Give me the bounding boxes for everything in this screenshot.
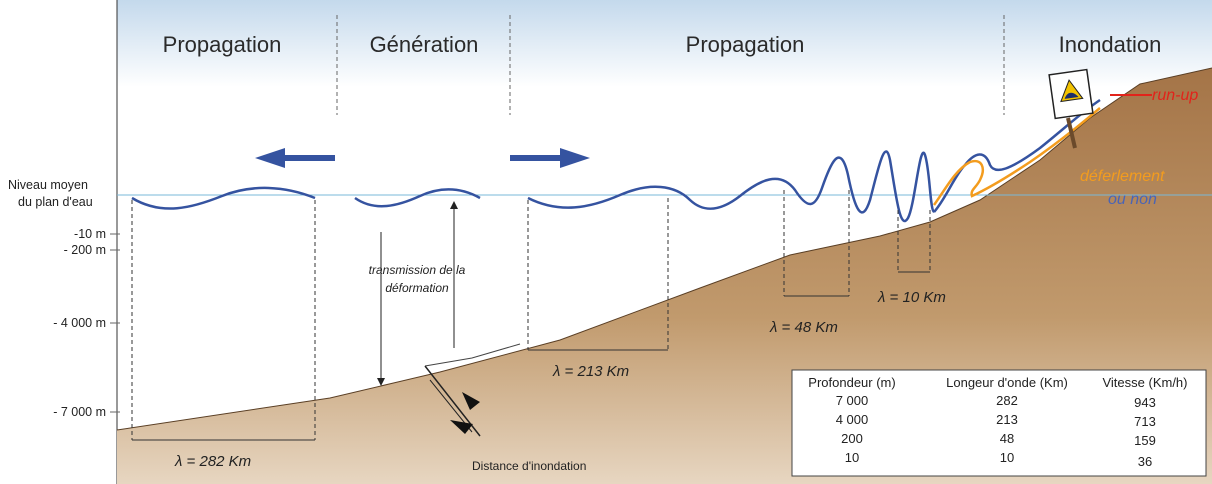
wave-breaking xyxy=(932,107,1101,206)
wavelength-spans xyxy=(132,271,930,441)
depth-label-4000m: - 4 000 m xyxy=(53,316,106,330)
breaking-label: déferlement xyxy=(1080,168,1165,185)
wavelength-label-10: λ = 10 Km xyxy=(877,289,946,306)
wavelength-label-282: λ = 282 Km xyxy=(174,453,251,470)
table-cell: 200 xyxy=(841,431,863,446)
phase-title-propagation-right: Propagation xyxy=(686,32,805,57)
transmission-label-line1: transmission de la xyxy=(369,263,466,277)
wave-left xyxy=(131,186,316,210)
depth-label-200m: - 200 m xyxy=(64,243,106,257)
phase-title-generation: Génération xyxy=(370,32,479,57)
table-cell: 159 xyxy=(1134,433,1156,448)
phase-title-propagation-left: Propagation xyxy=(163,32,282,57)
wave-nonbreaking xyxy=(933,98,1101,213)
table-cell: 48 xyxy=(1000,431,1014,446)
sea-level-label-line2: du plan d'eau xyxy=(18,195,93,209)
depth-label-7000m: - 7 000 m xyxy=(53,405,106,419)
tsunami-warning-sign-icon xyxy=(1048,68,1094,149)
sea-level-label-line1: Niveau moyen xyxy=(8,178,88,192)
arrow-left-icon xyxy=(255,148,335,168)
table-cell: 943 xyxy=(1134,395,1156,410)
table-header-wavelength: Longeur d'onde (Km) xyxy=(946,375,1068,390)
transmission-label-line2: déformation xyxy=(385,281,449,295)
table-cell: 4 000 xyxy=(836,412,869,427)
inundation-distance-label: Distance d'inondation xyxy=(472,459,586,473)
wavelength-label-213: λ = 213 Km xyxy=(552,363,629,380)
wavelength-label-48: λ = 48 Km xyxy=(769,319,838,336)
wave-propagation xyxy=(527,150,936,222)
table-cell: 10 xyxy=(1000,450,1014,465)
depth-label-10m: -10 m xyxy=(74,227,106,241)
table-header-depth: Profondeur (m) xyxy=(808,375,895,390)
data-table: Profondeur (m) Longeur d'onde (Km) Vites… xyxy=(791,369,1207,477)
no-breaking-label: ou non xyxy=(1108,191,1157,208)
depth-ticks xyxy=(110,233,120,413)
table-cell: 7 000 xyxy=(836,393,869,408)
table-cell: 36 xyxy=(1138,454,1152,469)
table-cell: 213 xyxy=(996,412,1018,427)
table-header-speed: Vitesse (Km/h) xyxy=(1102,375,1187,390)
table-cell: 10 xyxy=(845,450,859,465)
phase-title-inondation: Inondation xyxy=(1059,32,1162,57)
wave-generation xyxy=(354,188,481,208)
wavelength-markers xyxy=(131,190,931,440)
table-cell: 282 xyxy=(996,393,1018,408)
arrow-right-icon xyxy=(510,148,590,168)
runup-label: run-up xyxy=(1152,87,1198,104)
table-cell: 713 xyxy=(1134,414,1156,429)
fault xyxy=(424,343,521,437)
